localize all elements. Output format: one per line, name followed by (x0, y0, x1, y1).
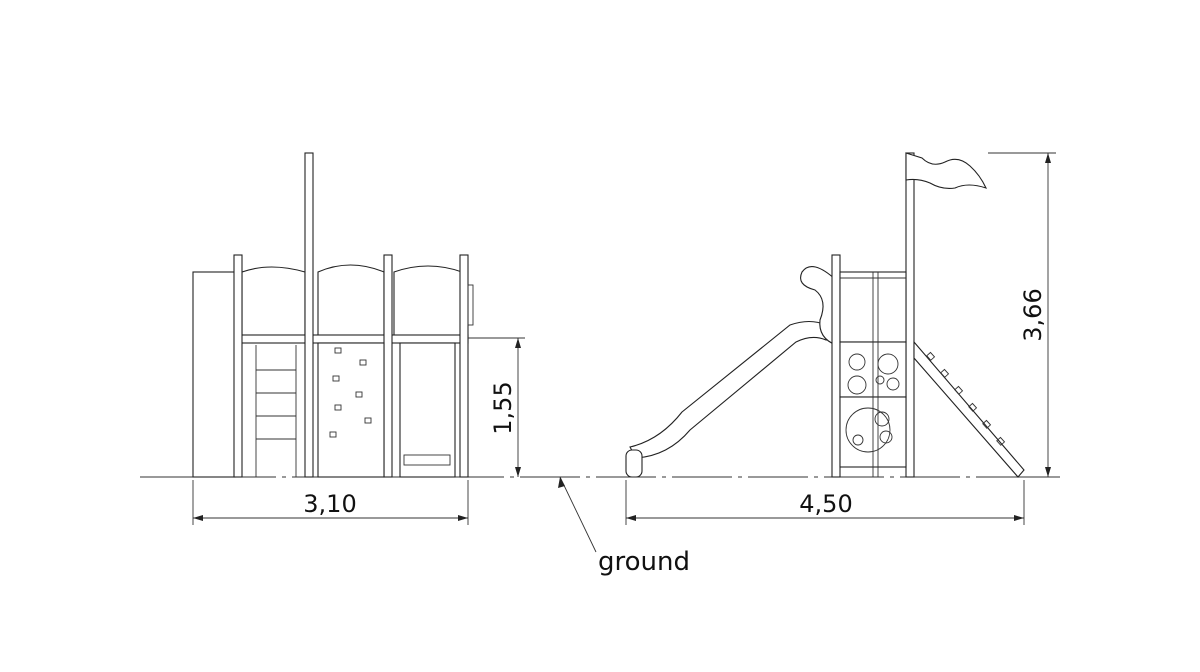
dimension-front-width-label: 3,10 (303, 490, 356, 518)
front-post-center-left (304, 152, 314, 478)
front-roof-panel-right (393, 265, 463, 336)
front-side-detail (467, 284, 474, 326)
ground-leader-arrow (558, 477, 565, 488)
front-platform-deck (237, 334, 469, 344)
side-post-left (831, 254, 841, 478)
side-flag (905, 152, 988, 189)
front-slide-step (403, 454, 451, 466)
ground-label: ground (598, 547, 690, 577)
dimension-platform-height-label: 1,55 (489, 381, 517, 434)
front-roof-panel-left (241, 266, 306, 336)
dimension-side-width-label: 4,50 (799, 490, 852, 518)
front-roof-panel-mid (317, 264, 385, 336)
side-roof-bump (800, 266, 837, 346)
front-ladder (255, 345, 297, 477)
side-post-right (905, 152, 915, 478)
side-slide-foot (625, 449, 643, 478)
dimension-front-width (192, 480, 469, 525)
front-elevation-view (192, 152, 474, 478)
front-post-left (233, 254, 243, 478)
side-slide (629, 320, 827, 459)
front-climbing-holds (329, 347, 372, 438)
front-back-panel (192, 271, 236, 478)
side-porthole-circles (845, 353, 900, 453)
front-slide-opening (399, 342, 456, 478)
side-ramp-holds (926, 351, 1006, 446)
dimension-platform-height (468, 337, 525, 477)
front-climbing-wall (317, 342, 385, 478)
dimension-total-height (988, 152, 1056, 478)
dimension-total-height-label: 3,66 (1019, 288, 1047, 341)
ground-leader-line (559, 476, 597, 553)
side-elevation-view (625, 152, 1025, 478)
side-climbing-ramp (913, 340, 1025, 478)
front-post-right (459, 254, 469, 478)
front-post-center-right (383, 254, 393, 478)
dimension-side-width (625, 480, 1025, 525)
